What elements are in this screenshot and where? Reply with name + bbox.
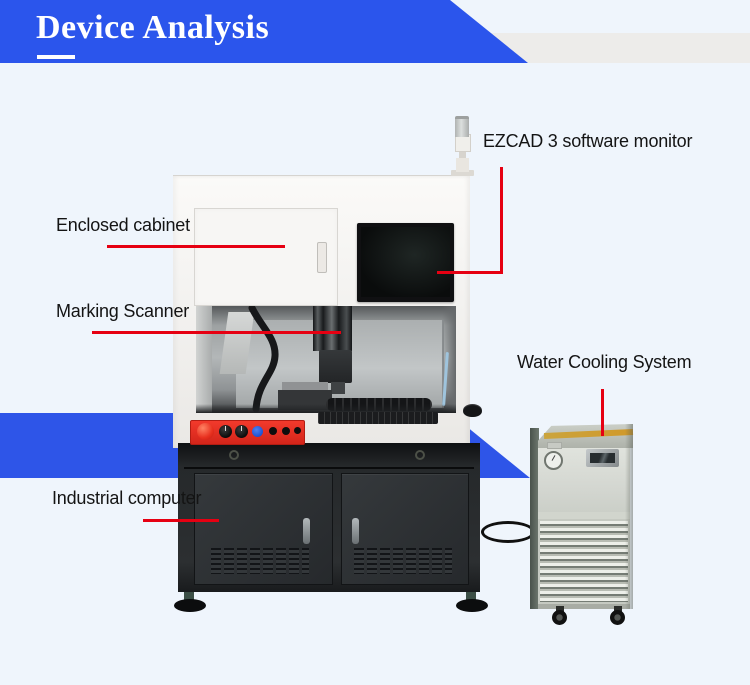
- machine-foot-left: [174, 592, 206, 614]
- chiller-display: [586, 449, 619, 467]
- signal-tower-lamp: [455, 116, 469, 137]
- machine-foot-right: [456, 592, 488, 614]
- water-hose-loop: [481, 521, 535, 543]
- chiller-vent-louvers: [538, 519, 630, 604]
- cabinet-right-handle: [352, 518, 359, 544]
- page-title: Device Analysis: [36, 9, 270, 46]
- panel-button-1: [269, 427, 277, 435]
- marking-scanner-head: [319, 350, 352, 383]
- scanner-lens-tip: [331, 382, 345, 394]
- signal-tower-joint: [459, 150, 466, 158]
- panel-button-3: [294, 427, 301, 434]
- label-marking-scanner: Marking Scanner: [56, 301, 190, 321]
- signal-tower-mount: [451, 170, 474, 176]
- chiller-bottom-edge: [538, 604, 630, 609]
- control-knob-2: [235, 425, 248, 438]
- blue-start-button: [252, 426, 263, 437]
- header-banner: [0, 0, 528, 63]
- industrial-computer-cabinet: [178, 443, 480, 592]
- emergency-stop-button: [197, 423, 214, 440]
- water-cooling-pointer: [601, 389, 604, 436]
- water-chiller-unit: [530, 424, 634, 625]
- work-fixture-clamp: [282, 382, 328, 391]
- chiller-side-panel: [530, 428, 539, 609]
- pressure-gauge: [544, 451, 563, 470]
- marking-scanner-z-rail: [313, 306, 352, 351]
- chiller-mid-band: [538, 512, 630, 519]
- cabinet-right-vents: [354, 548, 452, 574]
- ezcad-pointer-horizontal: [437, 271, 503, 274]
- control-panel: [190, 420, 305, 445]
- ezcad-pointer-vertical: [500, 167, 503, 274]
- base-screw-left: [229, 450, 239, 460]
- chiller-switch: [547, 442, 562, 449]
- chiller-right-shade: [625, 424, 633, 609]
- mouse: [463, 404, 482, 417]
- ezcad-monitor: [357, 223, 454, 302]
- cabinet-seam: [184, 467, 474, 469]
- keyboard: [318, 412, 438, 424]
- cabinet-door-right: [341, 473, 469, 585]
- base-screw-right: [415, 450, 425, 460]
- cabinet-door-left: [194, 473, 333, 585]
- enclosed-cabinet-pointer: [107, 245, 285, 248]
- label-industrial-computer: Industrial computer: [52, 488, 202, 508]
- signal-tower-base: [456, 158, 469, 172]
- scanner-cable: [248, 306, 279, 413]
- enclosed-cabinet-door: [194, 208, 338, 306]
- cabinet-left-vents: [211, 548, 309, 574]
- cabinet-left-handle: [303, 518, 310, 544]
- marking-scanner-pointer: [92, 331, 341, 334]
- label-water-cooling: Water Cooling System: [517, 352, 692, 372]
- laser-machine-upper-enclosure: [173, 175, 470, 448]
- cabinet-door-handle: [317, 242, 327, 273]
- work-area-floor-shadow: [196, 404, 456, 413]
- control-knob-1: [219, 425, 232, 438]
- work-area-opening: [196, 306, 456, 413]
- title-underline: [37, 55, 75, 59]
- monitor-screen: [361, 227, 450, 297]
- chiller-display-screen: [590, 453, 615, 463]
- label-ezcad-monitor: EZCAD 3 software monitor: [483, 131, 693, 151]
- industrial-computer-pointer: [143, 519, 219, 522]
- panel-button-2: [282, 427, 290, 435]
- label-enclosed-cabinet: Enclosed cabinet: [56, 215, 190, 235]
